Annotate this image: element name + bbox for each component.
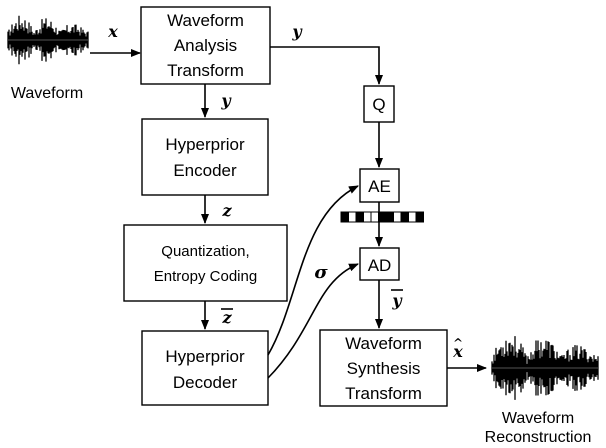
z-bar-symbol: z: [221, 308, 232, 327]
synthesis-line-3: Transform: [345, 384, 422, 403]
sigma-symbol: σ: [314, 262, 328, 283]
bitstream-icon: [340, 211, 424, 223]
z-symbol: z: [221, 201, 232, 220]
hyperprior-decoder-box: Hyperprior Decoder: [141, 330, 269, 406]
analysis-line-2: Analysis: [174, 36, 237, 55]
bitstream-bit: [408, 211, 417, 223]
synthesis-line-2: Synthesis: [347, 359, 421, 378]
y-bar-symbol: y: [391, 291, 403, 310]
bitstream-bit: [400, 211, 409, 223]
ae-label: AE: [368, 177, 391, 196]
hyperprior-decoder-line-2: Decoder: [173, 373, 238, 392]
analysis-line-3: Transform: [167, 61, 244, 80]
bitstream-bit: [340, 211, 349, 223]
hyperprior-encoder-line-2: Encoder: [173, 161, 237, 180]
x-symbol: x: [107, 22, 118, 41]
bitstream-bit: [355, 211, 364, 223]
y-top-symbol: y: [291, 22, 303, 41]
quantizer-label: Q: [372, 95, 385, 114]
x-hat-accent: ^: [453, 336, 463, 350]
synthesis-line-1: Waveform: [345, 334, 422, 353]
analysis-line-1: Waveform: [167, 11, 244, 30]
arithmetic-decoder-box: AD: [359, 247, 400, 281]
quantizer-box: Q: [363, 85, 395, 123]
y-down-symbol: y: [220, 91, 232, 110]
input-waveform-label: Waveform: [11, 85, 83, 102]
bitstream-bit: [385, 211, 394, 223]
quantization-line-1: Quantization,: [161, 243, 249, 260]
output-waveform-label-2: Reconstruction: [485, 429, 592, 446]
output-waveform-icon: [491, 336, 599, 400]
input-waveform-icon: [7, 15, 89, 65]
synthesis-transform-box: Waveform Synthesis Transform: [319, 329, 448, 407]
bitstream-bit: [370, 211, 379, 223]
bitstream-bit: [363, 211, 372, 223]
sigma-to-ae-arrow: [267, 185, 359, 356]
y-top-arrow: [270, 46, 383, 85]
quantization-line-2: Entropy Coding: [154, 268, 257, 285]
sigma-to-ad-arrow: [267, 263, 359, 379]
bitstream-bit: [348, 211, 357, 223]
quantization-entropy-box: Quantization, Entropy Coding: [123, 224, 288, 302]
bitstream-bit: [393, 211, 402, 223]
x-hat-symbol: x: [452, 342, 463, 361]
output-waveform-label-1: Waveform: [502, 410, 574, 427]
hyperprior-decoder-line-1: Hyperprior: [165, 347, 245, 366]
bitstream-bit: [378, 211, 387, 223]
hyperprior-encoder-line-1: Hyperprior: [165, 135, 245, 154]
bitstream-bit: [415, 211, 424, 223]
arithmetic-encoder-box: AE: [359, 168, 400, 203]
ad-label: AD: [368, 256, 392, 275]
hyperprior-encoder-box: Hyperprior Encoder: [141, 118, 269, 196]
analysis-transform-box: Waveform Analysis Transform: [140, 6, 271, 85]
